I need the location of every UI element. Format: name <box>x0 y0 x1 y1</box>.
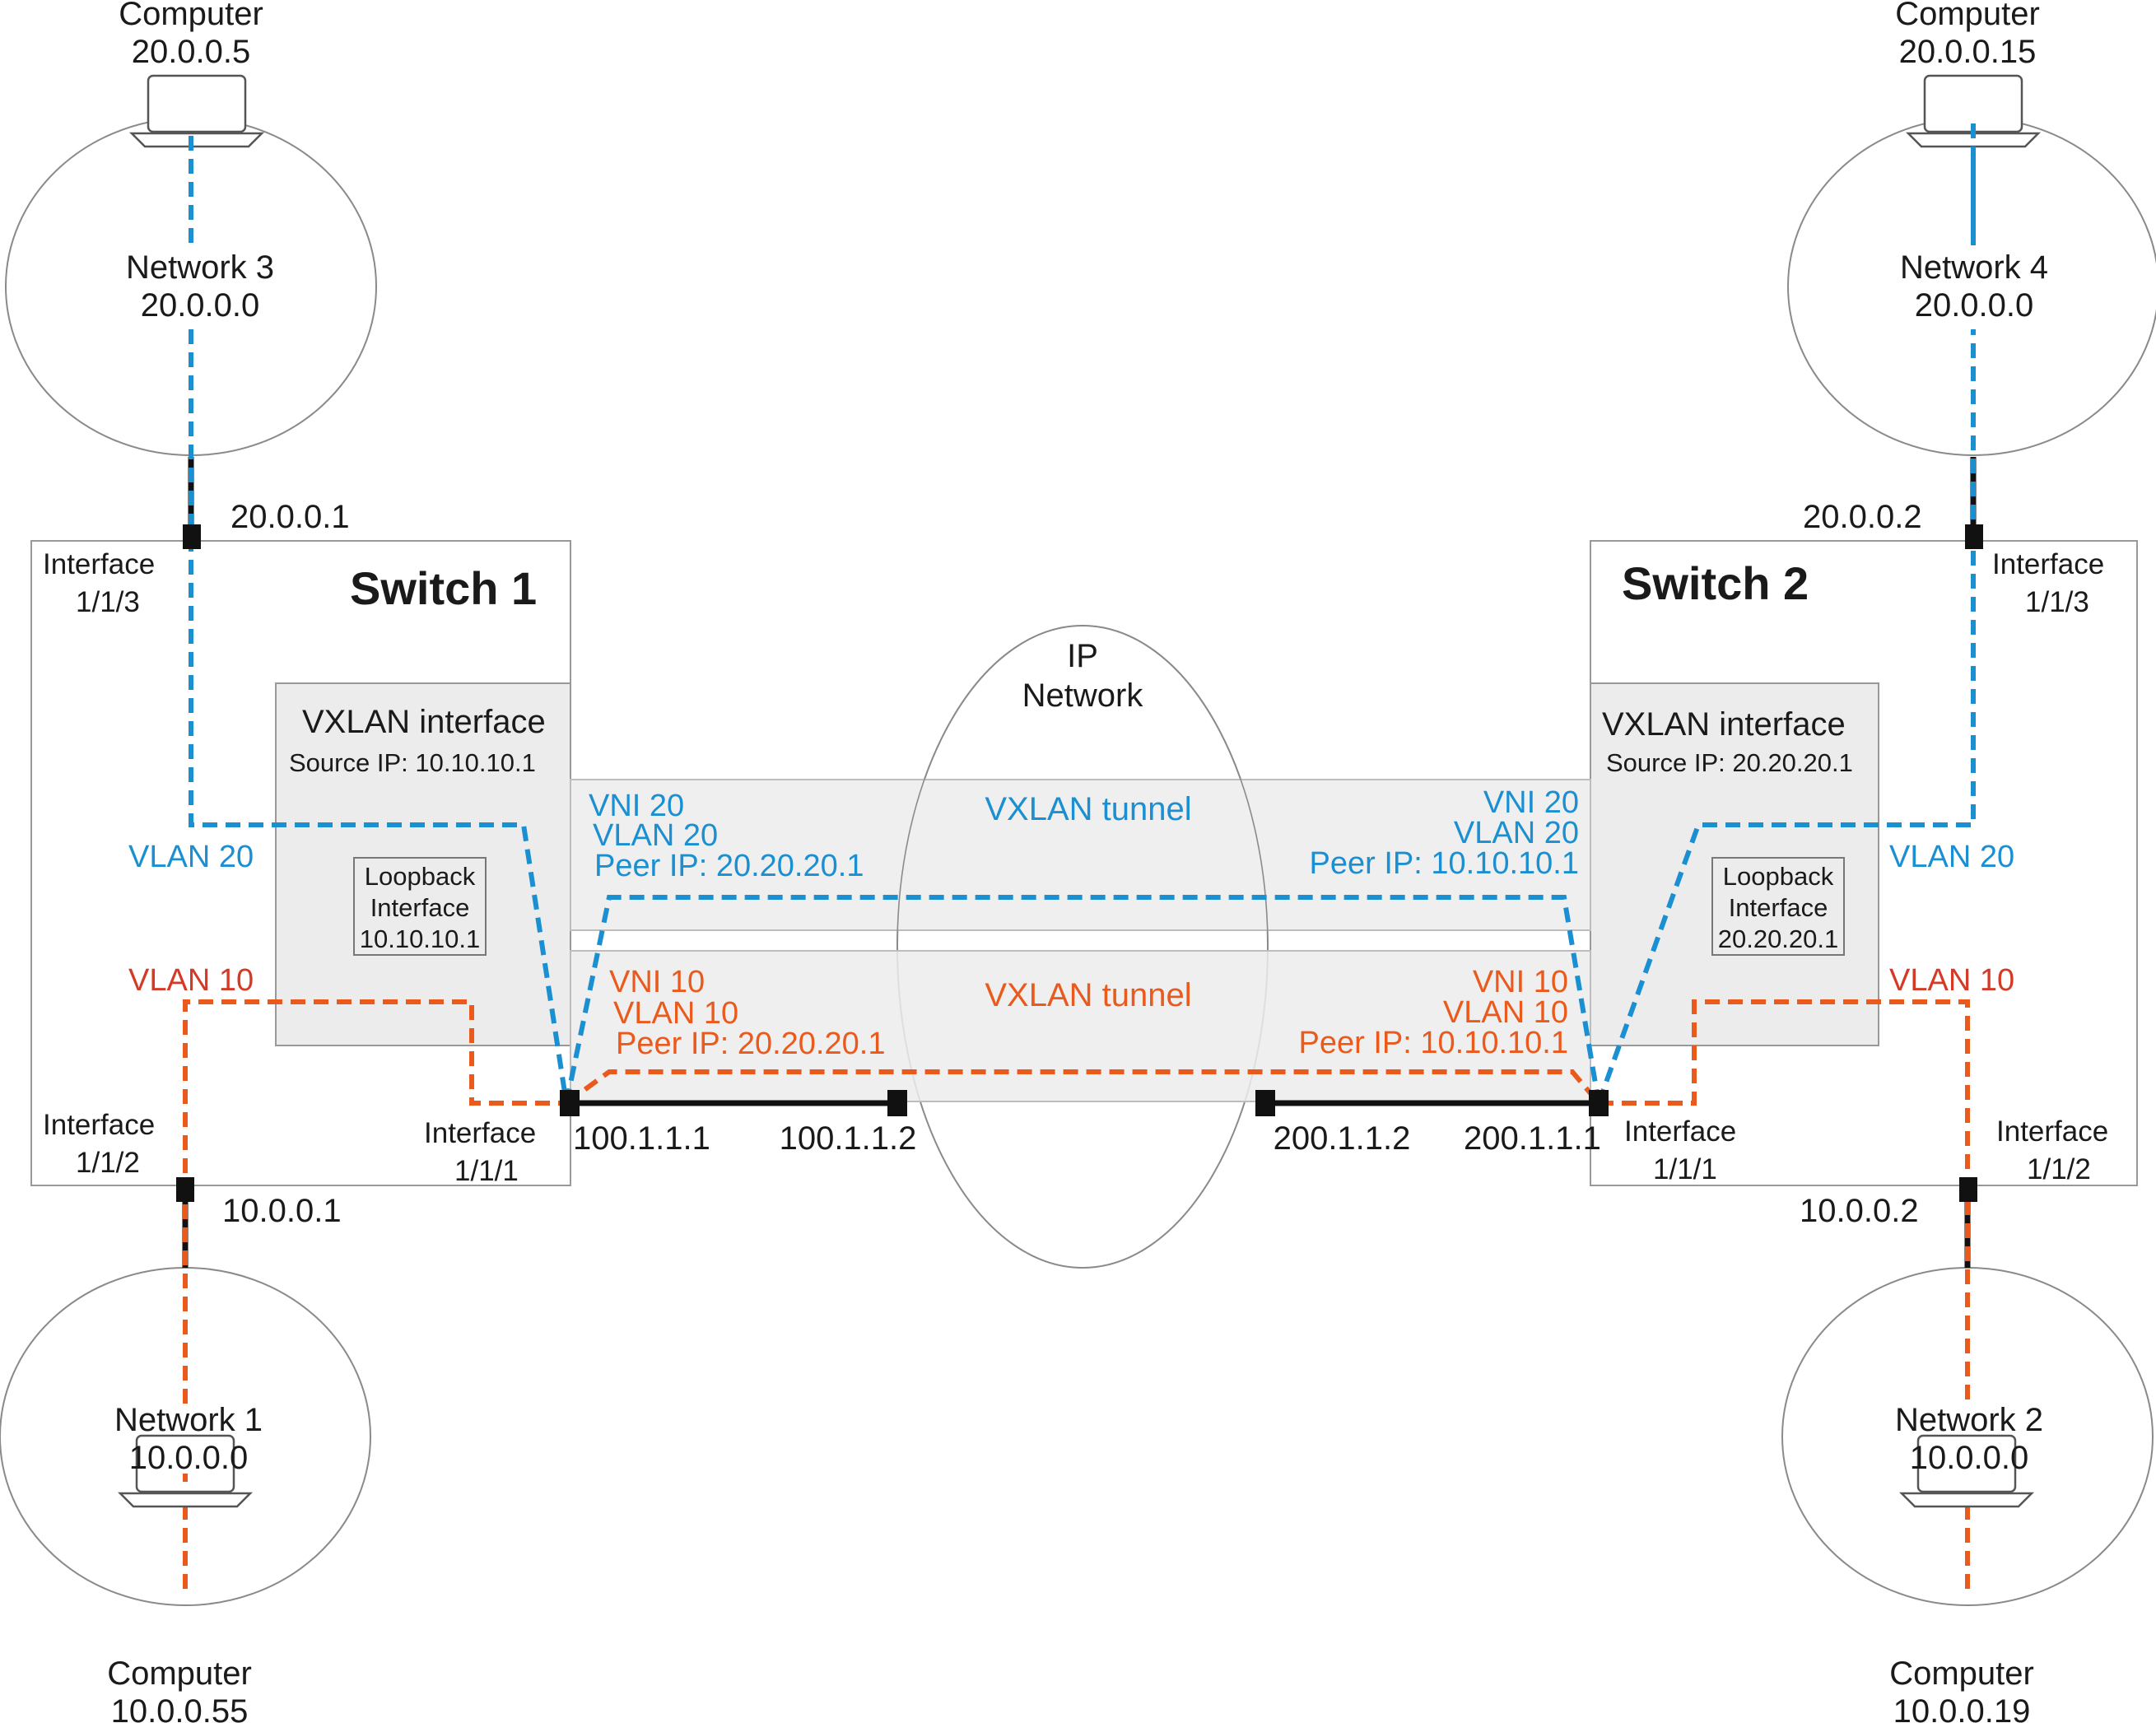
switch2-if13-line1: Interface <box>1992 548 2104 580</box>
tunnel20-right-vlan: VLAN 20 <box>1454 816 1579 850</box>
network4-name: Network 4 <box>1900 249 2048 286</box>
ip-network-cloud-overlay <box>896 625 1269 948</box>
switch2-if13-ip: 20.0.0.2 <box>1803 499 1922 535</box>
vlan20-path-switch1 <box>189 329 569 1104</box>
tunnel10-left-vlan: VLAN 10 <box>613 996 738 1031</box>
tunnel10-left-peer: Peer IP: 20.20.20.1 <box>616 1027 885 1061</box>
switch2-vxlan-title: VXLAN interface <box>1602 706 1846 743</box>
tunnel10-title: VXLAN tunnel <box>985 977 1191 1013</box>
switch1-if13-ip: 20.0.0.1 <box>231 499 350 535</box>
network1-name: Network 1 <box>114 1402 263 1438</box>
ip-network-cloud <box>896 625 1269 1269</box>
network2-name: Network 2 <box>1895 1402 2043 1438</box>
switch2-vlan20-label: VLAN 20 <box>1889 840 2014 874</box>
router2-ip: 200.1.1.2 <box>1274 1120 1411 1157</box>
computer-20-0-0-5-label: Computer <box>119 0 263 32</box>
vlan20-tunnel-path <box>564 895 1601 1104</box>
switch1-port-1-1-2 <box>176 1177 194 1202</box>
network3-ip: 20.0.0.0 <box>141 287 260 324</box>
vlan10-path-switch1 <box>183 999 566 1404</box>
switch2-port-1-1-2 <box>1959 1177 1977 1202</box>
computer-20-0-0-5-icon <box>128 74 265 148</box>
network3-name: Network 3 <box>126 249 274 286</box>
switch1-vxlan-source-ip: Source IP: 10.10.10.1 <box>289 748 536 777</box>
switch2-loopback-line2: Interface <box>1729 893 1828 922</box>
tunnel20-left-vlan: VLAN 20 <box>593 818 718 853</box>
tunnel10-right-vni: VNI 10 <box>1473 965 1568 999</box>
switch2-loopback-line1: Loopback <box>1723 862 1834 891</box>
switch1-if12-line1: Interface <box>43 1109 155 1141</box>
switch1-vlan10-label: VLAN 10 <box>128 963 254 998</box>
switch1-vlan20-label: VLAN 20 <box>128 840 254 874</box>
switch2-port-1-1-1 <box>1589 1090 1609 1116</box>
ip-network-label-line2: Network <box>1022 678 1144 714</box>
switch2-if11-line1: Interface <box>1624 1115 1736 1148</box>
tunnel10-band <box>570 950 1591 1102</box>
switch1-if13-line1: Interface <box>43 548 155 580</box>
computer-20-0-0-15-icon <box>1905 74 2042 148</box>
vlan10-tunnel-path <box>565 1069 1601 1106</box>
computer-10-0-0-19-label: Computer <box>1889 1655 2034 1692</box>
switch2-if11-line2: 1/1/1 <box>1653 1153 1717 1185</box>
vlan20-path-switch2 <box>1596 329 1976 1105</box>
switch1-loopback-line3: 10.10.10.1 <box>360 924 481 953</box>
switch1-loopback-line1: Loopback <box>365 862 476 891</box>
computer-10-0-0-55-ip: 10.0.0.55 <box>111 1693 249 1723</box>
router1-port <box>887 1090 907 1116</box>
tunnel10-right-peer: Peer IP: 10.10.10.1 <box>1299 1026 1568 1060</box>
switch1-if13-line2: 1/1/3 <box>76 586 140 618</box>
network4-ip: 20.0.0.0 <box>1915 287 2034 324</box>
switch1-port-1-1-1 <box>560 1090 580 1116</box>
switch1-if12-ip: 10.0.0.1 <box>222 1193 342 1229</box>
tunnel20-title: VXLAN tunnel <box>985 791 1191 827</box>
vlan10-path-switch2 <box>1599 999 1970 1404</box>
switch1-if11-line2: 1/1/1 <box>454 1155 519 1187</box>
tunnel20-left-vni: VNI 20 <box>589 789 684 823</box>
switch1-if11-line1: Interface <box>424 1117 536 1149</box>
switch1-loopback-line2: Interface <box>370 893 470 922</box>
tunnel20-right-peer: Peer IP: 10.10.10.1 <box>1310 846 1579 881</box>
switch2-title: Switch 2 <box>1622 557 1809 609</box>
computer-10-0-0-19-ip: 10.0.0.19 <box>1893 1693 2031 1723</box>
computer-20-0-0-15-label: Computer <box>1895 0 2040 32</box>
tunnel20-left-peer: Peer IP: 20.20.20.1 <box>594 849 864 883</box>
tunnel10-left-vni: VNI 10 <box>609 965 705 999</box>
switch1-port-1-1-3 <box>183 524 201 549</box>
computer-10-0-0-19-icon <box>1898 1434 2035 1508</box>
tunnel20-right-vni: VNI 20 <box>1483 785 1579 820</box>
tunnel10-right-vlan: VLAN 10 <box>1443 995 1568 1030</box>
network1-ip: 10.0.0.0 <box>129 1440 249 1476</box>
computer-10-0-0-55-label: Computer <box>107 1655 252 1692</box>
switch1-title: Switch 1 <box>350 562 537 614</box>
switch2-if11-ip: 200.1.1.1 <box>1464 1120 1601 1157</box>
ip-network-label-line1: IP <box>1067 638 1098 674</box>
network2-ip: 10.0.0.0 <box>1910 1440 2029 1476</box>
switch2-vxlan-source-ip: Source IP: 20.20.20.1 <box>1606 748 1853 777</box>
switch2-port-1-1-3 <box>1965 524 1983 549</box>
switch1-vxlan-title: VXLAN interface <box>302 704 546 740</box>
router1-ip: 100.1.1.2 <box>780 1120 917 1157</box>
router2-port <box>1255 1090 1275 1116</box>
computer-10-0-0-55-icon <box>117 1434 254 1508</box>
computer-20-0-0-15-ip: 20.0.0.15 <box>1899 34 2037 70</box>
switch2-vlan10-label: VLAN 10 <box>1889 963 2014 998</box>
switch2-if13-line2: 1/1/3 <box>2025 586 2089 618</box>
switch2-if12-line1: Interface <box>1996 1115 2108 1148</box>
switch2-if12-line2: 1/1/2 <box>2027 1153 2091 1185</box>
tunnel20-band <box>570 779 1591 931</box>
switch1-loopback-box <box>353 857 487 956</box>
switch1-if11-ip: 100.1.1.1 <box>573 1120 710 1157</box>
switch2-loopback-box <box>1711 857 1845 956</box>
switch1-if12-line2: 1/1/2 <box>76 1147 140 1179</box>
switch2-if12-ip: 10.0.0.2 <box>1800 1193 1919 1229</box>
switch2-loopback-line3: 20.20.20.1 <box>1718 924 1839 953</box>
computer-20-0-0-5-ip: 20.0.0.5 <box>132 34 251 70</box>
